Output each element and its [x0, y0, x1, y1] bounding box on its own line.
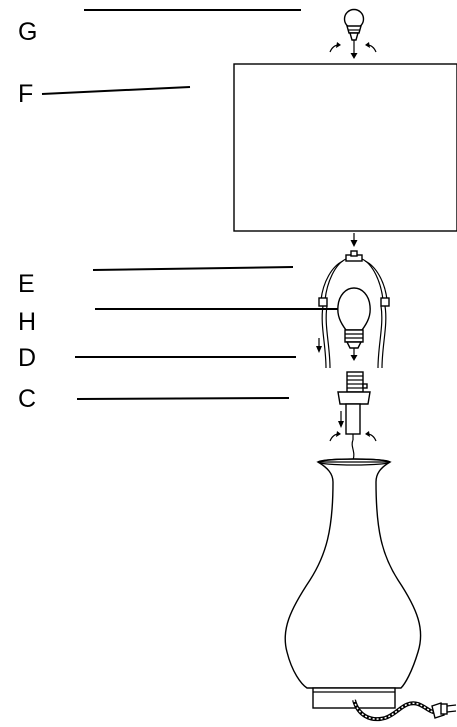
down-arrow-icon	[338, 411, 344, 428]
down-arrow-icon	[316, 338, 322, 353]
harp-icon	[318, 250, 390, 369]
label-f: F	[18, 80, 33, 108]
label-d: D	[18, 344, 36, 372]
power-cord-icon	[352, 699, 435, 721]
light-bulb-icon	[337, 287, 371, 361]
leader-line-f	[41, 86, 191, 95]
label-c: C	[18, 385, 36, 413]
rotate-arrow-icon	[329, 42, 377, 53]
finial-bulb-icon	[343, 8, 365, 59]
label-g: G	[18, 18, 37, 46]
lamp-base-icon	[284, 458, 422, 709]
leader-line-c	[76, 397, 290, 400]
rotate-arrow-icon	[329, 431, 377, 442]
plug-icon	[431, 702, 457, 719]
leader-line-e	[92, 266, 294, 271]
down-arrow-icon	[350, 233, 358, 247]
label-e: E	[18, 270, 35, 298]
socket-icon	[337, 371, 371, 461]
lamp-shade-icon	[233, 63, 457, 232]
label-h: H	[18, 308, 36, 336]
